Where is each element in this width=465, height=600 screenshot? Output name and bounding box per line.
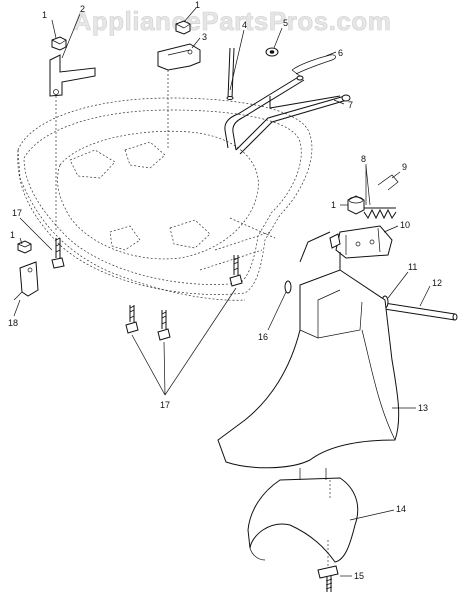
callout-1: 1 xyxy=(42,10,47,20)
callout-9: 9 xyxy=(402,162,407,172)
part-17-bolt-c xyxy=(157,310,171,341)
callout-6: 6 xyxy=(338,48,343,58)
callout-17: 17 xyxy=(12,208,22,218)
watermark-text: AppliancePartsPros.com xyxy=(73,6,392,36)
part-17-bolt-a xyxy=(51,237,65,269)
part-5-washer xyxy=(265,47,279,57)
part-9-spring-hook xyxy=(377,174,399,191)
callout-17: 17 xyxy=(160,400,170,410)
callout-7: 7 xyxy=(348,100,353,110)
mower-deck xyxy=(17,97,313,301)
part-17-bolt-d xyxy=(229,255,243,287)
part-18-bracket xyxy=(13,261,39,301)
part-16-washer xyxy=(284,280,292,294)
callout-1: 1 xyxy=(10,230,15,240)
part-7-lift-handle xyxy=(224,75,351,155)
part-15-screw xyxy=(317,540,339,592)
callout-3: 3 xyxy=(202,32,207,42)
part-4-pin xyxy=(226,47,235,100)
callout-labels: 1 2 1 3 4 5 6 7 8 9 1 10 11 12 13 14 15 … xyxy=(8,0,442,581)
callout-14: 14 xyxy=(396,504,406,514)
part-17-bolt-b xyxy=(125,305,139,334)
callout-5: 5 xyxy=(283,18,288,28)
part-13-discharge-chute xyxy=(217,231,400,469)
part-3-bracket xyxy=(157,43,201,150)
part-2-bracket xyxy=(49,54,96,230)
callout-13: 13 xyxy=(418,403,428,413)
callout-12: 12 xyxy=(432,278,442,288)
part-1-nut-d xyxy=(17,240,32,254)
part-1-nut-a xyxy=(51,36,67,51)
callout-16: 16 xyxy=(258,332,268,342)
callout-18: 18 xyxy=(8,318,18,328)
spring xyxy=(363,207,397,220)
leader-lines xyxy=(13,7,431,577)
callout-8: 8 xyxy=(361,154,366,164)
part-1-nut-c xyxy=(347,195,365,215)
callout-2: 2 xyxy=(80,4,85,14)
part-1-nut-b xyxy=(175,20,191,35)
callout-1: 1 xyxy=(331,200,336,210)
callout-15: 15 xyxy=(354,571,364,581)
part-10-hinge-bracket xyxy=(329,225,393,259)
callout-11: 11 xyxy=(408,262,417,272)
part-8-bushing xyxy=(365,165,371,206)
part-6-clip xyxy=(291,54,336,77)
part-14-deflector xyxy=(247,468,359,563)
callout-1: 1 xyxy=(195,0,200,10)
callout-10: 10 xyxy=(400,220,410,230)
callout-4: 4 xyxy=(242,20,247,30)
